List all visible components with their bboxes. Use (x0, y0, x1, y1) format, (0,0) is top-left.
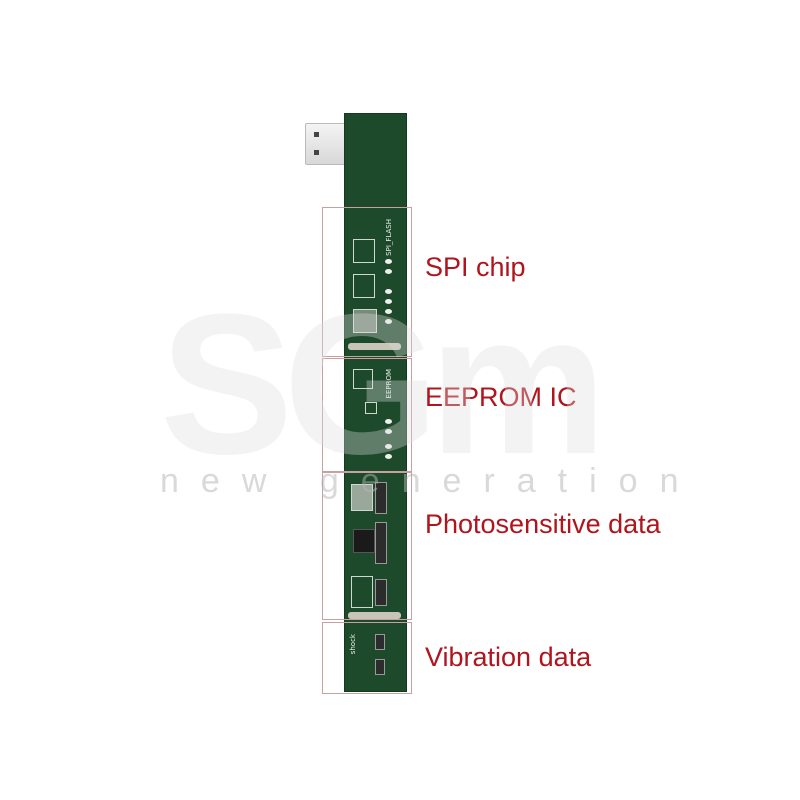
label-spi-chip: SPI chip (425, 252, 526, 282)
spi-chip-box (322, 207, 412, 357)
watermark-tagline: new generation (160, 462, 701, 500)
label-vibration-data: Vibration data (425, 642, 592, 672)
pad (385, 309, 392, 314)
photosensitive-box (322, 472, 412, 620)
label-photosensitive-data: Photosensitive data (425, 509, 661, 539)
board-stripe (348, 612, 401, 619)
pad (385, 289, 392, 294)
pcb-board: SPI_FLASH EEPROM shock (344, 113, 407, 692)
usb-pin (314, 150, 319, 155)
flex-connector (375, 522, 387, 564)
qr-code (353, 309, 377, 333)
usb-pin (314, 132, 319, 137)
eeprom-box (322, 358, 412, 472)
spi-chip-footprint (353, 274, 375, 298)
eeprom-footprint (353, 369, 373, 389)
pad (385, 419, 392, 424)
flex-connector (375, 579, 387, 606)
flex-connector (375, 659, 385, 675)
pad (385, 429, 392, 434)
pad (385, 269, 392, 274)
pad (385, 299, 392, 304)
label-eeprom-ic: EEPROM IC (425, 382, 577, 412)
footprint (351, 576, 373, 608)
pad (385, 259, 392, 264)
flex-connector (375, 482, 387, 514)
board-stripe (348, 343, 401, 350)
pad (385, 444, 392, 449)
pad (385, 454, 392, 459)
spi-chip-footprint (353, 239, 375, 263)
eeprom-footprint (365, 402, 377, 414)
ic-chip (353, 529, 375, 553)
sensor-pad (351, 484, 373, 511)
usb-connector (305, 123, 351, 165)
flex-connector (375, 634, 385, 650)
pad (385, 319, 392, 324)
vibration-box (322, 622, 412, 694)
